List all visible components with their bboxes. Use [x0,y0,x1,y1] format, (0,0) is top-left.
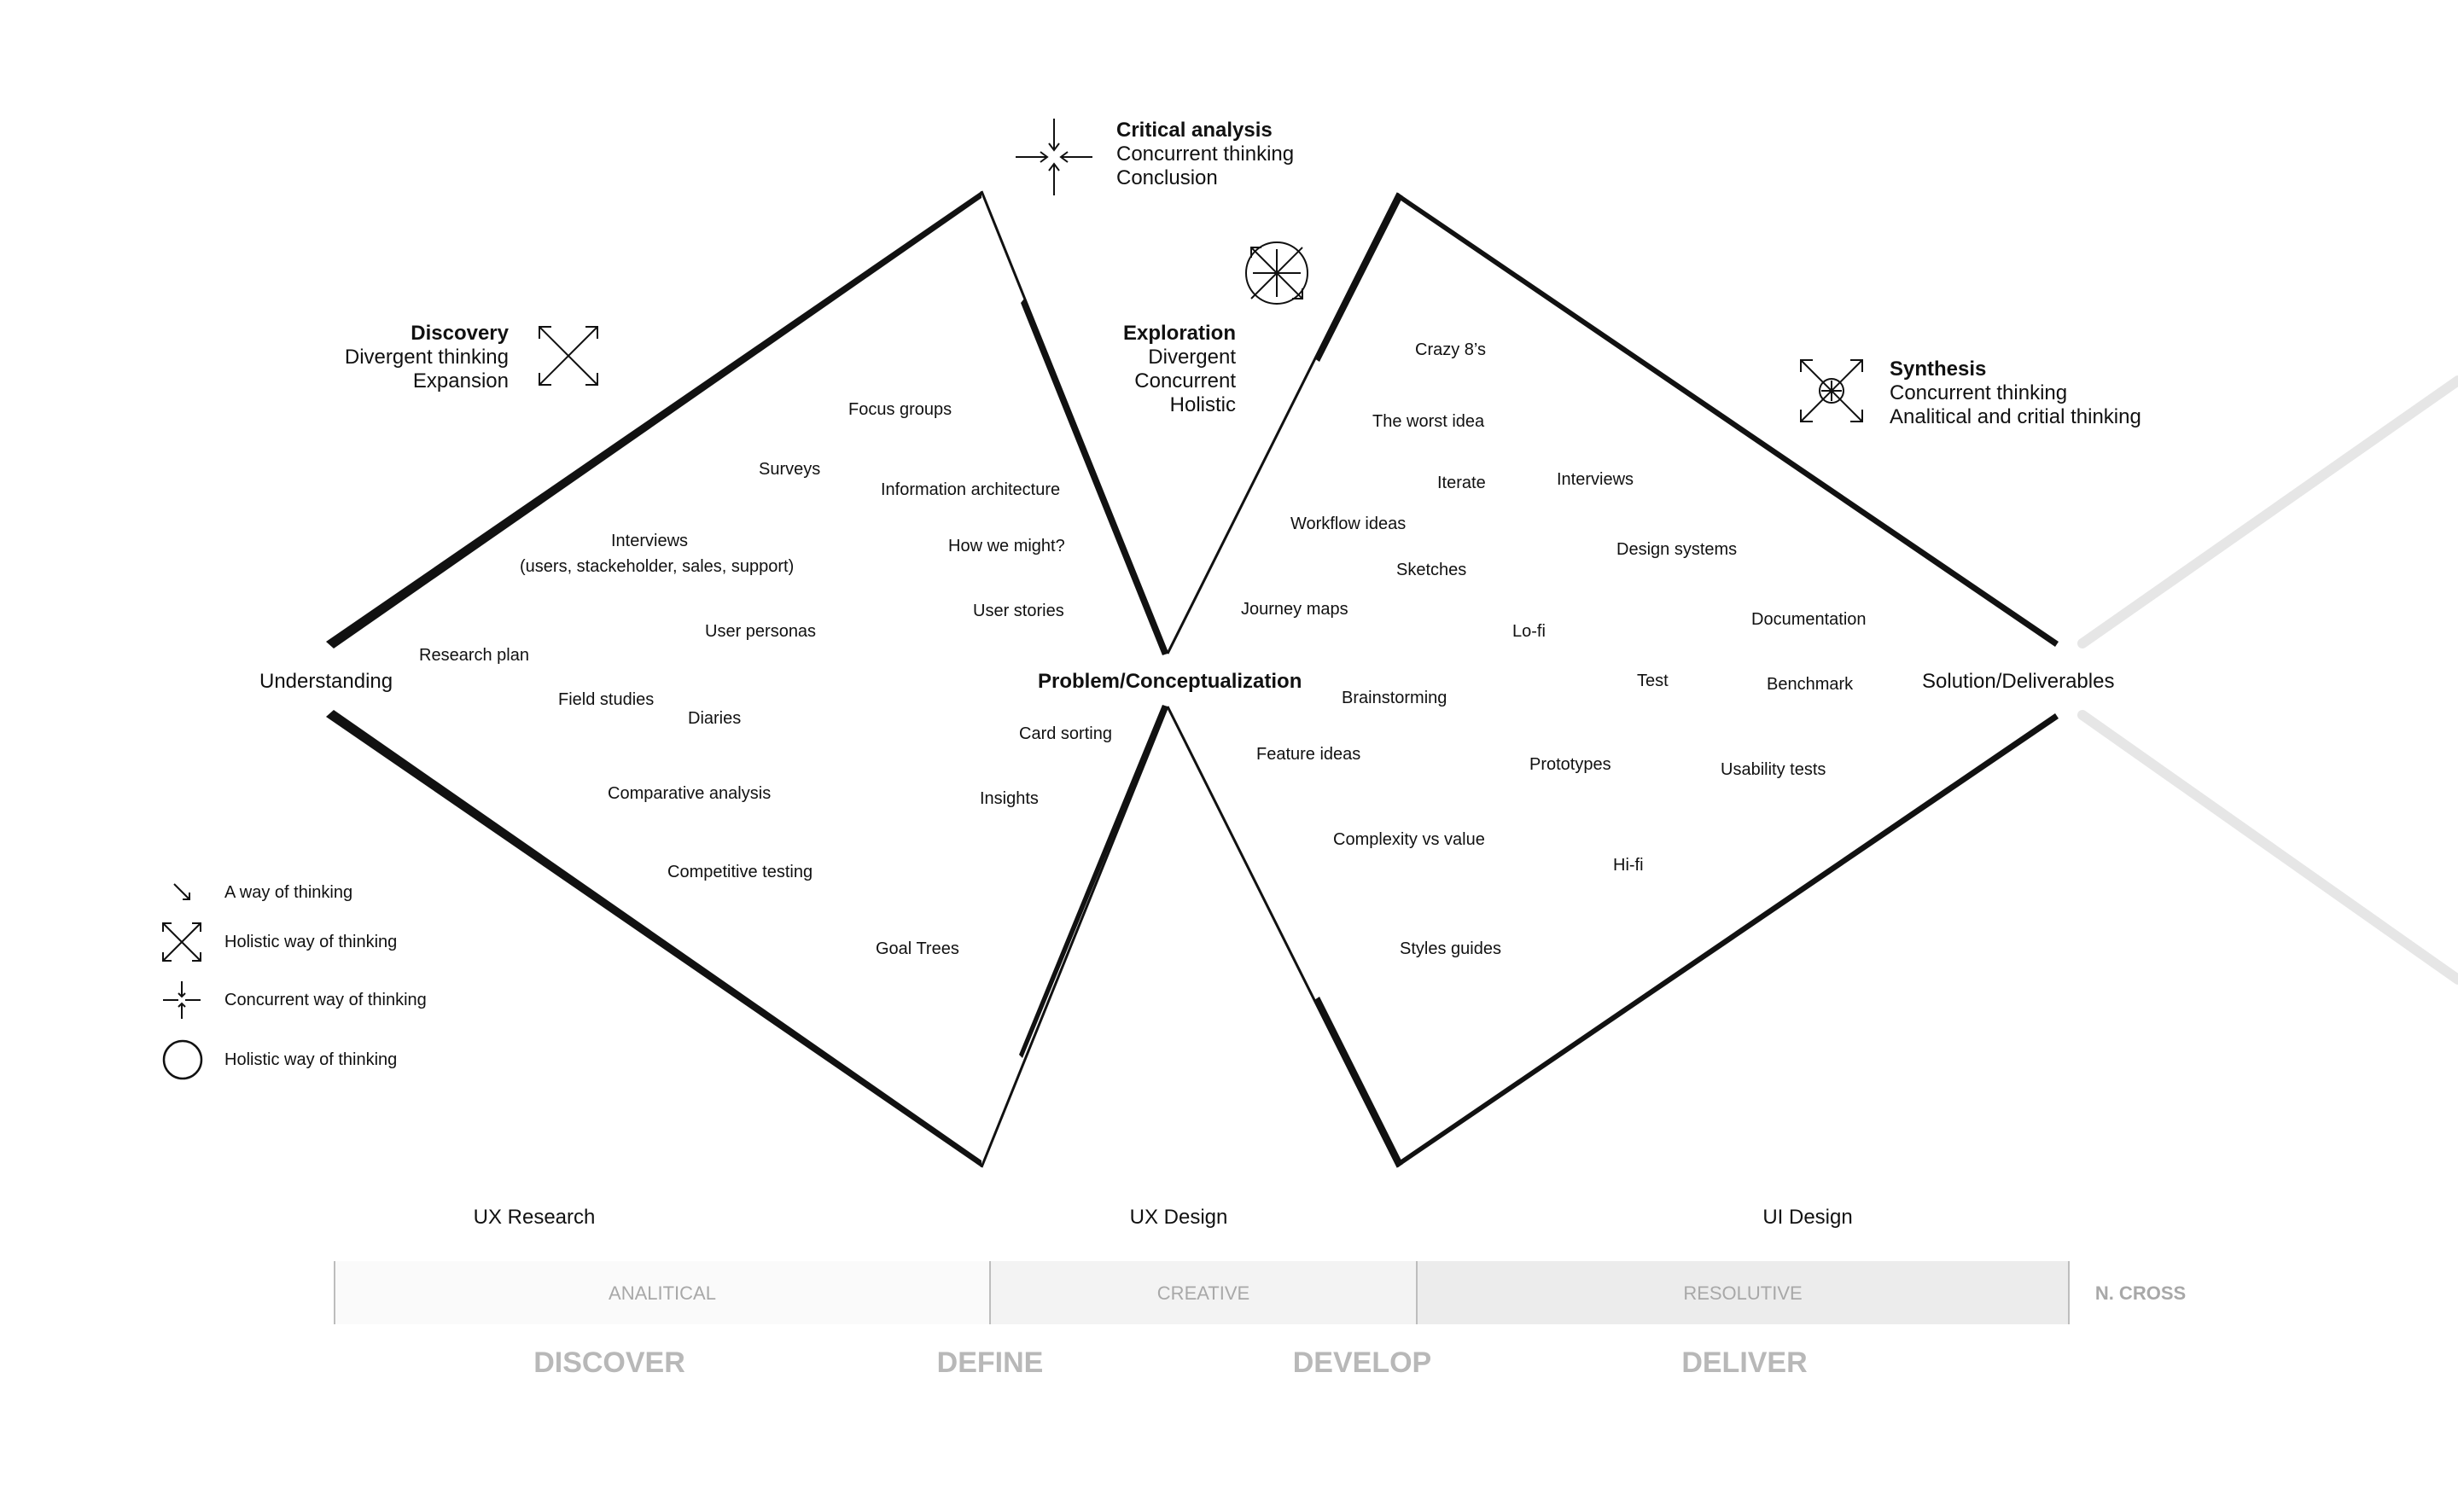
method-hifi: Hi-fi [1613,856,1644,875]
method-benchmark: Benchmark [1767,675,1854,694]
left-diamond-top-right-edge-thick [1021,299,1168,655]
critical-analysis-title: Critical analysis [1116,119,1273,142]
synthesis-title: Synthesis [1890,358,1986,381]
method-research-plan: Research plan [419,646,529,665]
critical-analysis-line-1: Concurrent thinking [1116,142,1294,166]
method-test: Test [1637,672,1669,690]
critical-analysis-line-2: Conclusion [1116,166,1218,189]
method-journey-maps: Journey maps [1241,600,1348,619]
method-iterate: Iterate [1437,474,1486,492]
thinking-bands: ANALITICAL CREATIVE RESOLUTIVE N. CROSS [334,1261,2186,1324]
stage-discover: DISCOVER [533,1346,685,1379]
band-label-creative: CREATIVE [1157,1282,1249,1304]
left-diamond-top-left-edge [326,191,981,648]
phase-ui-design: UI Design [1762,1206,1852,1229]
discovery-line-1: Divergent thinking [345,346,509,369]
author-credit: N. CROSS [2095,1282,2186,1304]
faded-next-diamond-top-edge [2077,375,2458,648]
left-diamond-bottom-left-edge [326,710,981,1167]
design-methods: Crazy 8’s The worst idea Iterate Intervi… [1241,340,1867,958]
band-analitical [335,1261,990,1324]
band-label-analitical: ANALITICAL [609,1282,716,1304]
exploration-line-1: Divergent [1148,346,1236,369]
right-diamond-bottom-right-edge [1398,713,2059,1167]
legend-label-4: Holistic way of thinking [224,1050,397,1069]
phase-ux-design: UX Design [1130,1206,1228,1229]
left-diamond-bottom-right-edge [980,706,1169,1168]
exploration-line-3: Holistic [1170,393,1236,416]
method-comparative-analysis: Comparative analysis [608,784,771,803]
method-styles-guides: Styles guides [1400,939,1501,958]
method-insights: Insights [980,789,1039,808]
research-methods: Focus groups Surveys Information archite… [419,400,1112,958]
converge-arrows-icon [1016,119,1092,195]
method-competitive-testing: Competitive testing [667,863,813,881]
circle-icon [162,1039,203,1080]
method-workflow-ideas: Workflow ideas [1290,515,1406,533]
node-understanding: Understanding [259,670,393,693]
converge-arrows-icon [163,981,201,1019]
method-interviews-design: Interviews [1557,470,1634,489]
node-problem-conceptualization: Problem/Conceptualization [1038,670,1302,693]
expand-arrows-icon [539,326,598,386]
phase-ux-research: UX Research [474,1206,596,1229]
method-surveys: Surveys [759,460,820,479]
synthesis-line-1: Concurrent thinking [1890,381,2067,404]
node-solution-deliverables: Solution/Deliverables [1922,670,2114,693]
method-how-we-might: How we might? [948,537,1065,555]
arrow-icon [173,883,190,900]
method-goal-trees: Goal Trees [876,939,959,958]
synthesis-line-2: Analitical and critial thinking [1890,405,2141,428]
band-creative [990,1261,1417,1324]
legend-label-3: Concurrent way of thinking [224,991,427,1009]
method-diaries: Diaries [688,709,741,728]
holistic-circle-icon [1245,241,1308,305]
method-card-sorting: Card sorting [1019,724,1112,743]
right-diamond-top-right-edge [1398,193,2059,647]
method-complexity-vs-value: Complexity vs value [1333,830,1485,849]
exploration-title: Exploration [1123,322,1236,345]
method-interviews-research-sub: (users, stackeholder, sales, support) [520,557,794,576]
legend-label-1: A way of thinking [224,883,352,902]
band-label-resolutive: RESOLUTIVE [1683,1282,1802,1304]
method-focus-groups: Focus groups [848,400,952,419]
stage-define: DEFINE [937,1346,1044,1379]
diamond-outlines [326,190,2458,1168]
method-feature-ideas: Feature ideas [1256,745,1360,764]
method-interviews-research: Interviews [611,532,688,550]
method-field-studies: Field studies [558,690,654,709]
method-prototypes: Prototypes [1529,755,1611,774]
discovery-title: Discovery [411,322,509,345]
stage-deliver: DELIVER [1681,1346,1807,1379]
legend: A way of thinking Holistic way of thinki… [162,883,427,1080]
method-sketches: Sketches [1396,561,1466,579]
method-lofi: Lo-fi [1512,622,1546,641]
stages: DISCOVER DEFINE DEVELOP DELIVER [533,1346,1807,1379]
method-design-systems: Design systems [1616,540,1737,559]
synthesis-arrows-icon [1800,359,1863,422]
method-user-personas: User personas [705,622,816,641]
legend-label-2: Holistic way of thinking [224,933,397,951]
stage-develop: DEVELOP [1293,1346,1431,1379]
method-crazy8: Crazy 8’s [1415,340,1486,359]
method-user-stories: User stories [973,602,1064,620]
expand-arrows-icon [162,922,201,962]
exploration-line-2: Concurrent [1134,369,1236,393]
right-diamond-bottom-left-edge-thick [1314,997,1403,1167]
method-usability-tests: Usability tests [1721,760,1826,779]
left-diamond-top-right-edge [980,190,1169,654]
left-diamond-bottom-right-edge-thick [1019,705,1168,1058]
method-documentation: Documentation [1751,610,1867,629]
right-diamond-top-left-edge-thick [1314,193,1403,362]
method-information-architecture: Information architecture [881,480,1060,499]
faded-next-diamond-bottom-edge [2077,710,2458,985]
discovery-line-2: Expansion [413,369,509,393]
band-resolutive [1417,1261,2069,1324]
method-worst-idea: The worst idea [1372,412,1485,431]
method-brainstorming: Brainstorming [1342,689,1447,707]
